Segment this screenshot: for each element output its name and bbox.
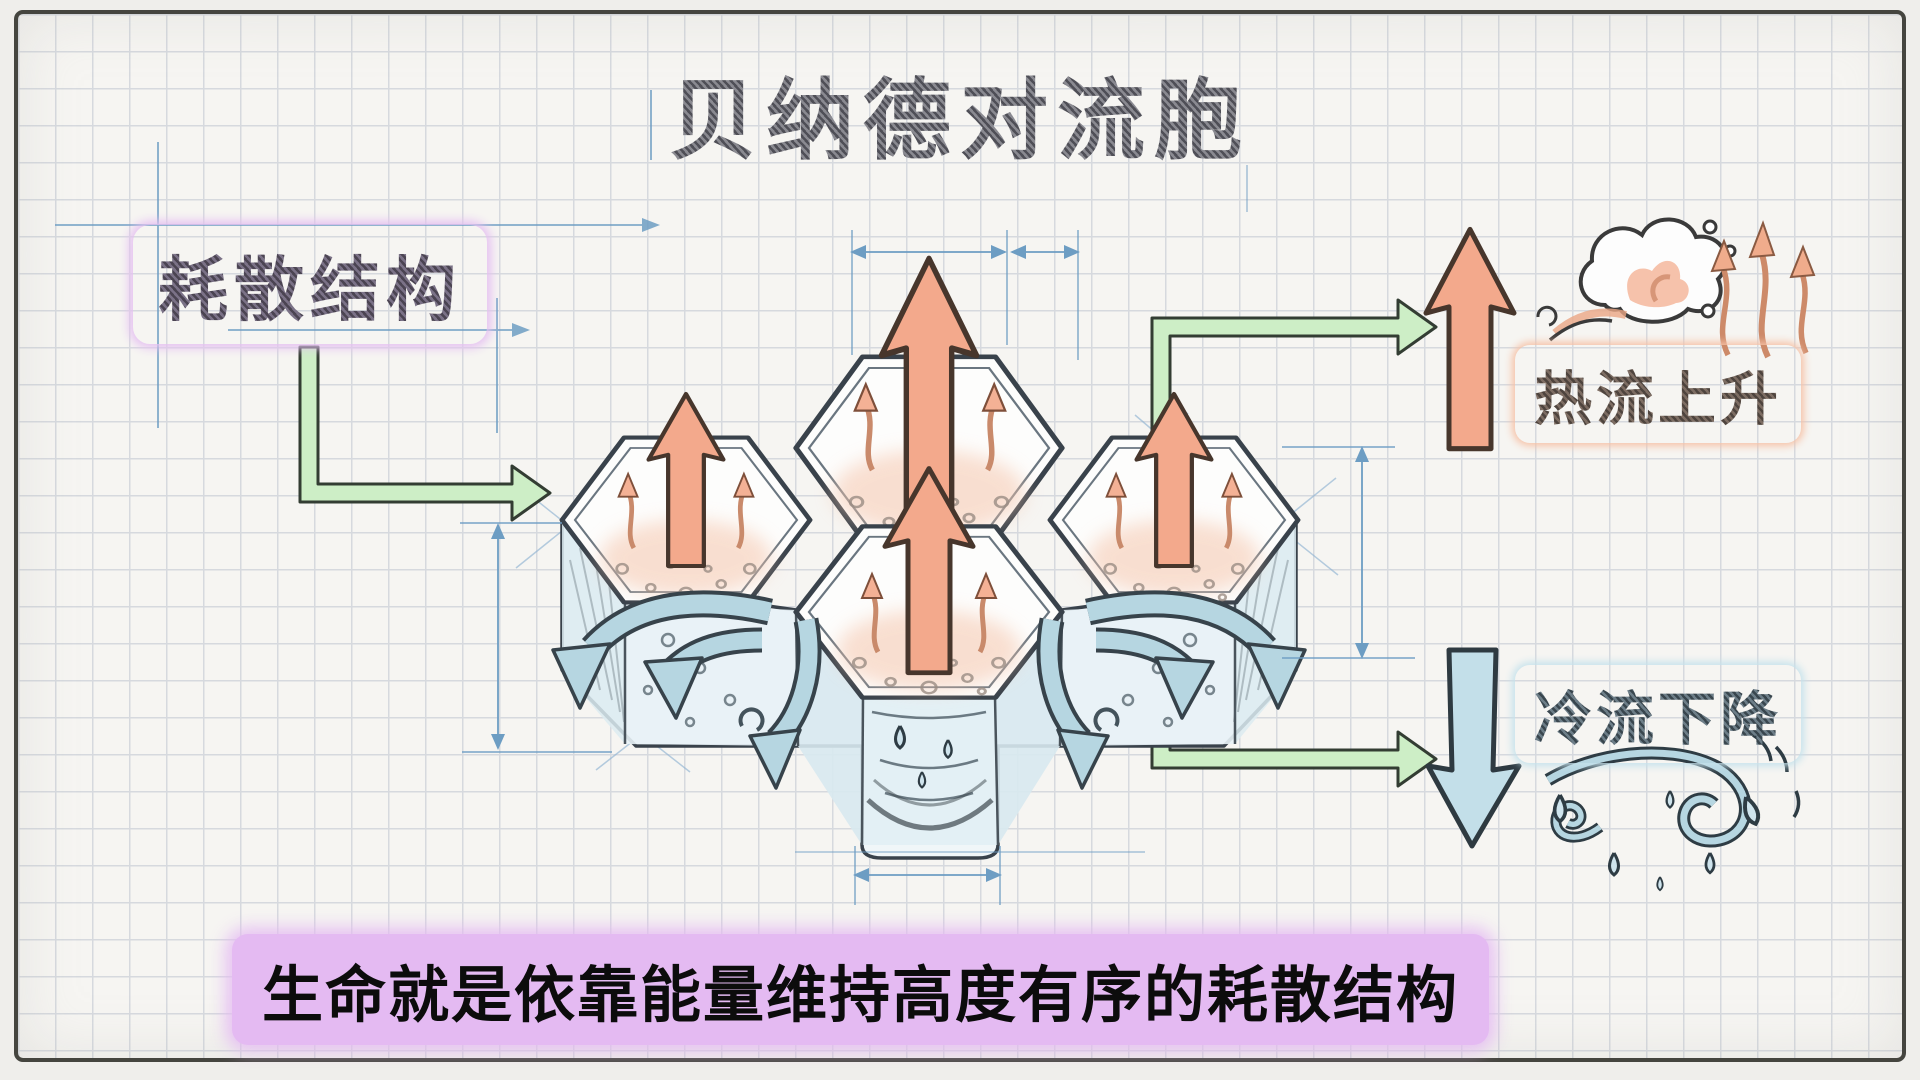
- caption-banner: 生命就是依靠能量维持高度有序的耗散结构: [232, 934, 1490, 1045]
- convection-cell: [1050, 394, 1298, 602]
- construction-lines: [55, 90, 1248, 433]
- cold-flow-arrowhead: [1154, 656, 1215, 720]
- cold-flow-arrowhead: [1246, 642, 1307, 710]
- cold-down-arrow-icon: [1425, 647, 1522, 849]
- hot-up-arrow-icon: [1426, 229, 1514, 448]
- cold-flow-arrows: [551, 590, 1307, 790]
- dissipative-structure-label: 耗散结构: [132, 224, 488, 345]
- hexagon-convection-cells: [551, 259, 1307, 860]
- wall-droplets: [642, 632, 1216, 789]
- convection-cell: [796, 469, 1062, 698]
- cold-flow-arrowhead: [1056, 728, 1110, 790]
- page-title: 贝纳德对流胞: [669, 50, 1251, 177]
- water-swirl-icon: [1544, 733, 1801, 892]
- hot-flow-label: 热流上升: [1514, 344, 1802, 444]
- cold-flow-arrowhead: [643, 656, 704, 720]
- cold-flow-label: 冷流下降: [1514, 664, 1802, 764]
- steam-icon: [1536, 217, 1816, 359]
- green-elbow-arrow-left: [298, 345, 552, 522]
- dimension-lines: [460, 230, 1415, 905]
- cold-flow-arrowhead: [748, 728, 802, 790]
- convection-cell: [562, 394, 810, 602]
- rising-wavy-arrows-icon: [1710, 220, 1816, 359]
- cold-flow-arrowhead: [551, 642, 612, 710]
